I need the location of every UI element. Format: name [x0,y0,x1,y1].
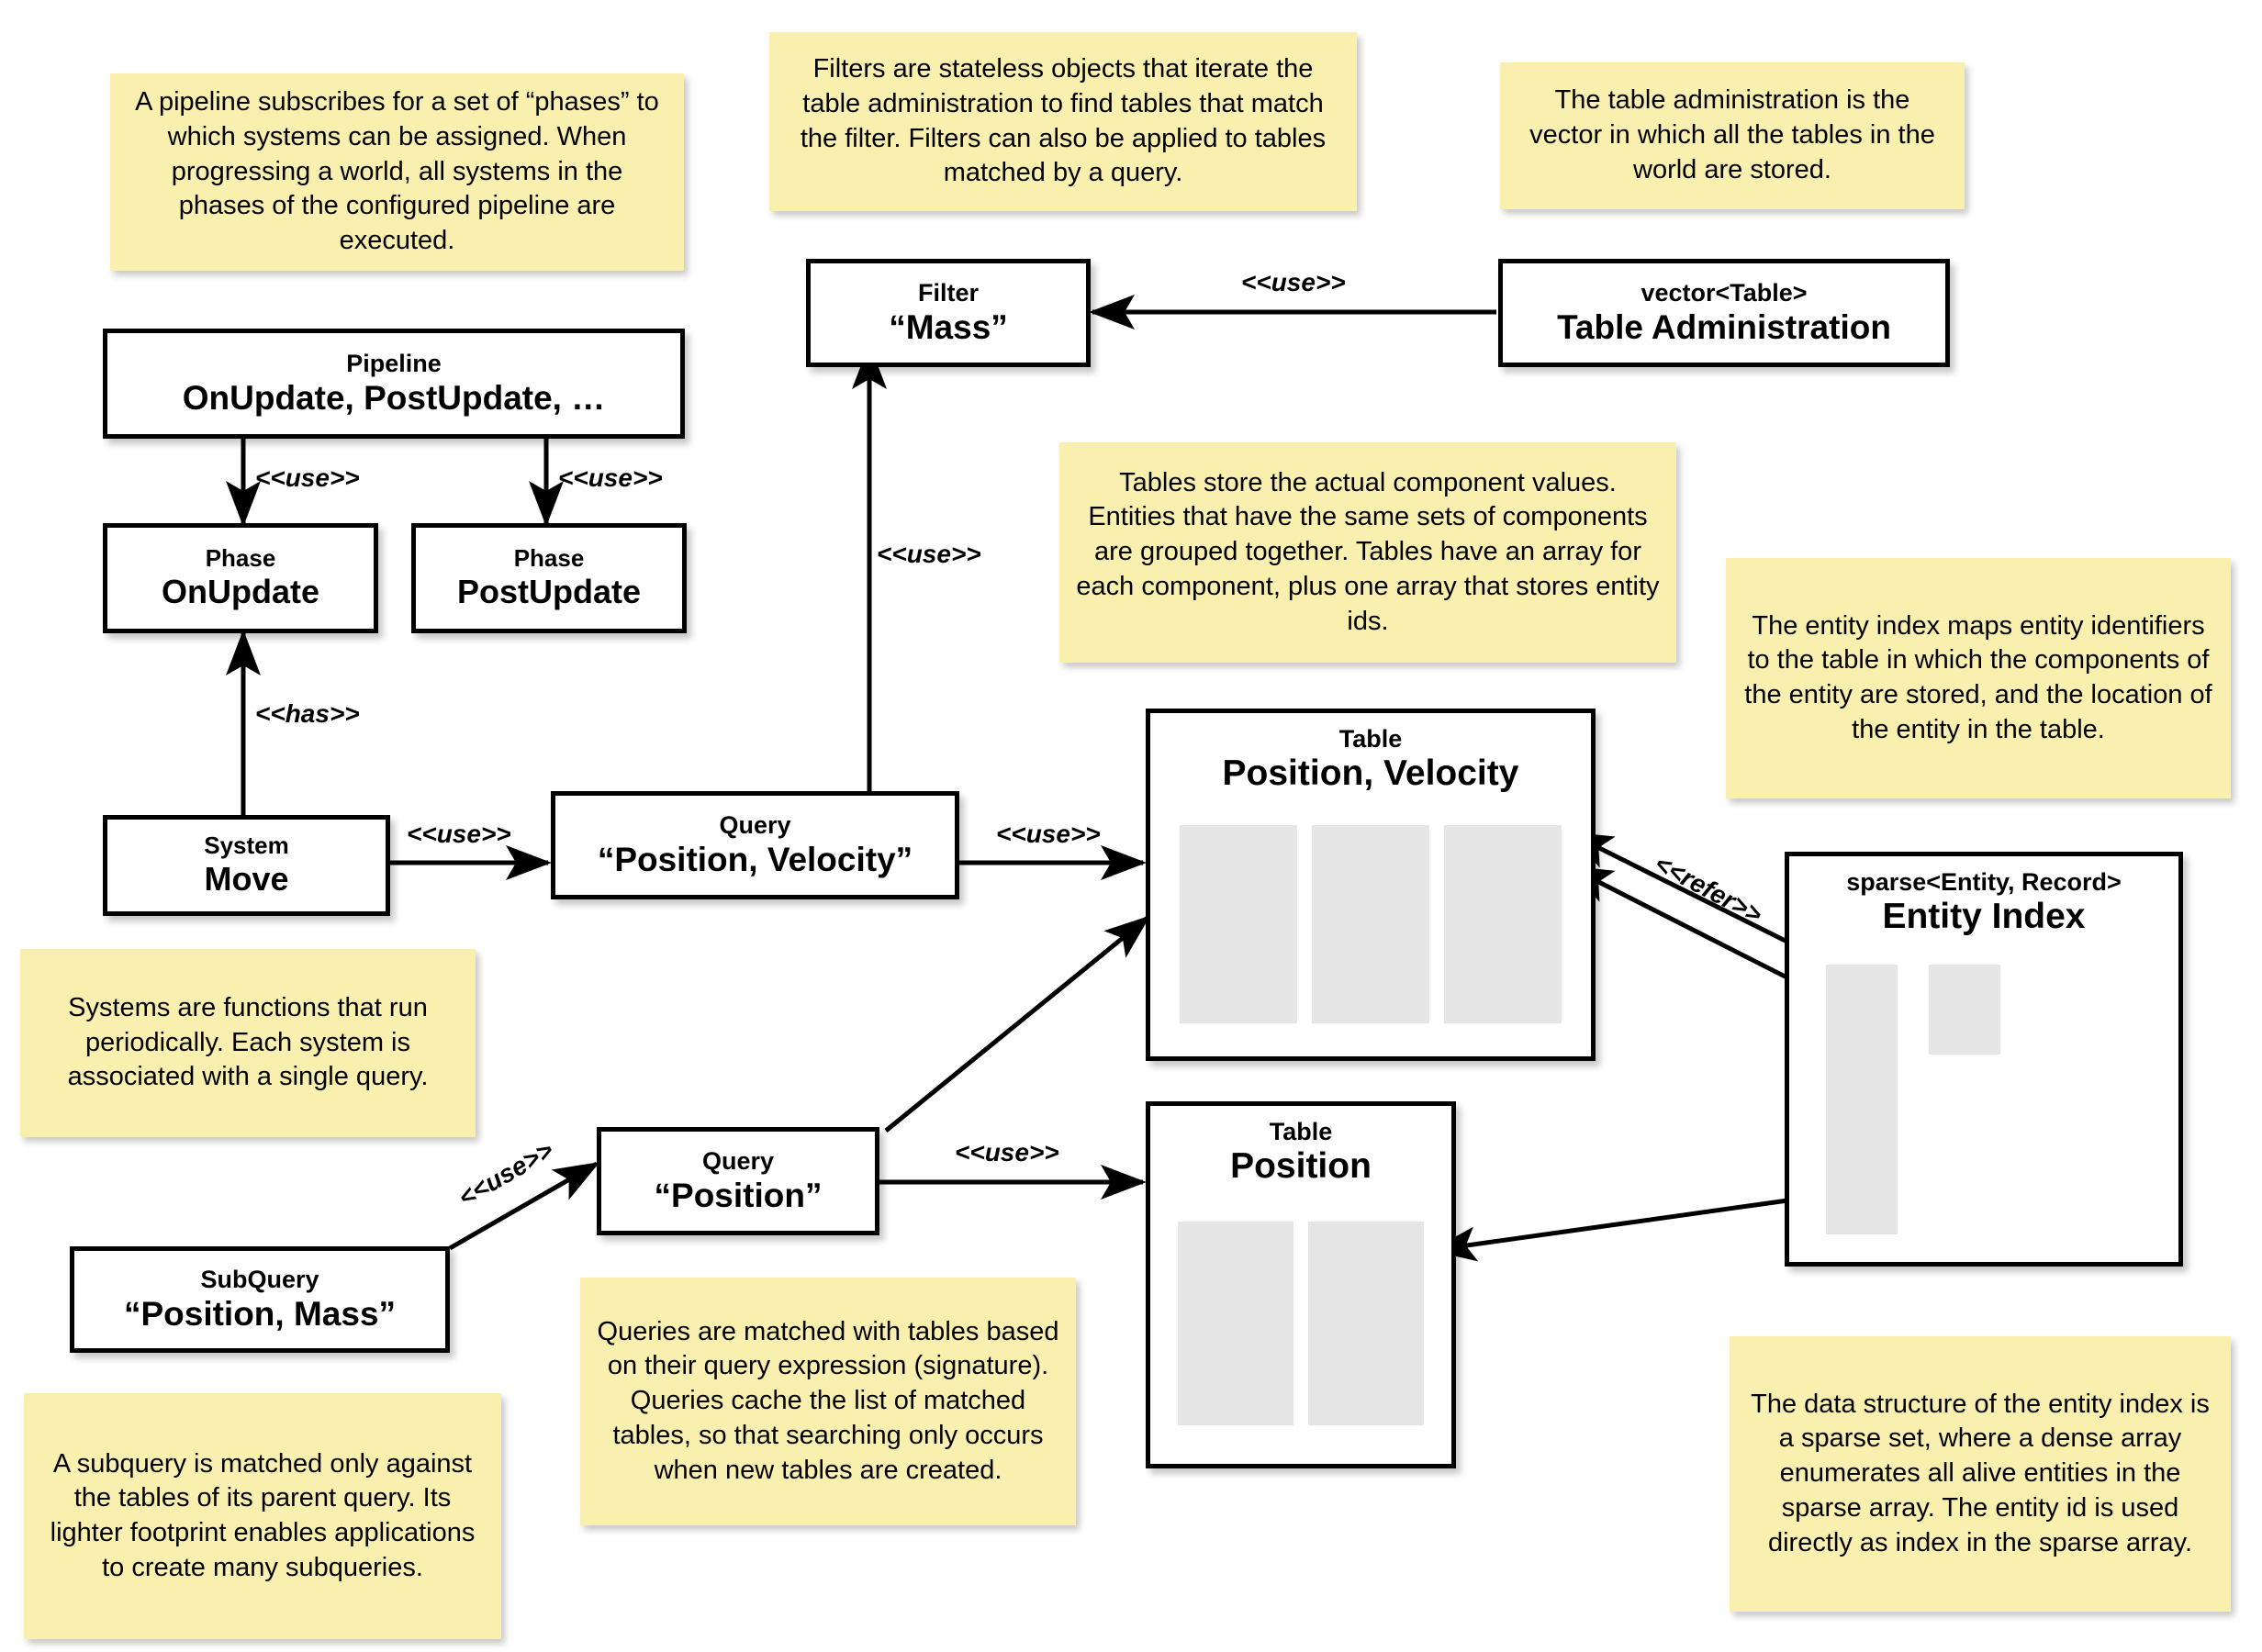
box-filter-stereotype: Filter [917,279,979,307]
entity-index-stereotype: sparse<Entity, Record> [1846,868,2122,896]
edge-label-text: <<use>> [407,820,511,848]
edge-label-text: <<use>> [255,463,360,492]
table-p-columns [1178,1222,1424,1425]
note-entityindex-text: The entity index maps entity identifiers… [1744,610,2212,744]
box-filter-mass[interactable]: Filter “Mass” [806,259,1091,367]
edge-label-text: <<use>> [1241,268,1346,296]
table-p-header: Table Position [1150,1106,1451,1188]
edge-label-text: <<use>> [996,820,1101,848]
box-system-move[interactable]: System Move [103,815,390,916]
edge-label-use-queryp-tablep: <<use>> [955,1138,1059,1167]
box-query-position[interactable]: Query “Position” [597,1127,879,1235]
note-tables: Tables store the actual component values… [1059,442,1676,663]
note-subquery-text: A subquery is matched only against the t… [50,1448,476,1582]
box-table-admin-name: Table Administration [1557,308,1891,347]
box-subquery-stereotype: SubQuery [200,1266,319,1294]
entity-index-name: Entity Index [1882,896,2086,936]
box-phase-postupdate[interactable]: Phase PostUpdate [411,523,687,633]
table-p-column-position [1308,1222,1424,1425]
box-pipeline[interactable]: Pipeline OnUpdate, PostUpdate, … [103,329,685,439]
edge-label-refer-index-tablepv: <<refer>> [1650,849,1767,930]
edge-label-use-pipeline-onupdate: <<use>> [255,463,360,493]
note-queries-text: Queries are matched with tables based on… [597,1316,1059,1485]
box-system-move-name: Move [204,860,289,899]
note-sparse-text: The data structure of the entity index i… [1751,1389,2210,1557]
box-filter-name: “Mass” [889,308,1008,347]
table-pv-header: Table Position, Velocity [1150,713,1591,795]
note-subquery: A subquery is matched only against the t… [24,1393,501,1639]
box-phase-postupdate-name: PostUpdate [456,573,642,611]
table-pv-stereotype: Table [1338,725,1403,753]
note-pipeline-text: A pipeline subscribes for a set of “phas… [135,87,659,256]
edge-label-use-querypv-filter: <<use>> [877,540,981,569]
box-phase-onupdate-name: OnUpdate [161,573,319,611]
edge-queryp-tablepv [884,915,1151,1133]
box-query-pv-stereotype: Query [719,811,791,840]
note-filter-text: Filters are stateless objects that itera… [800,54,1327,188]
note-tables-text: Tables store the actual component values… [1076,467,1660,636]
note-sparse: The data structure of the entity index i… [1730,1336,2231,1612]
box-table-admin-stereotype: vector<Table> [1641,279,1808,307]
edge-label-use-pipeline-postupdate: <<use>> [558,463,663,493]
box-phase-onupdate[interactable]: Phase OnUpdate [103,523,378,633]
box-query-position-velocity[interactable]: Query “Position, Velocity” [551,791,959,899]
note-systems-text: Systems are functions that run periodica… [67,992,429,1092]
edge-label-text: <<refer>> [1650,849,1767,930]
entity-index-dense-array [1929,965,2000,1055]
note-tableadmin: The table administration is the vector i… [1500,62,1965,209]
box-pipeline-stereotype: Pipeline [346,350,442,378]
table-p-column-entity [1178,1222,1293,1425]
edge-label-text: <<use>> [454,1135,558,1212]
box-query-pv-name: “Position, Velocity” [597,841,913,879]
entity-index-sparse-array [1826,965,1898,1234]
box-table-position-velocity[interactable]: Table Position, Velocity [1146,709,1596,1061]
entity-index-header: sparse<Entity, Record> Entity Index [1789,856,2178,938]
box-subquery-position-mass[interactable]: SubQuery “Position, Mass” [70,1246,450,1353]
box-query-p-name: “Position” [654,1177,823,1215]
table-pv-columns [1180,825,1562,1023]
table-pv-column-entity [1180,825,1297,1023]
box-query-p-stereotype: Query [701,1147,775,1176]
edge-label-has-system-phase: <<has>> [255,699,360,729]
edge-index-tablep [1430,1192,1828,1262]
note-systems: Systems are functions that run periodica… [20,949,476,1137]
table-pv-column-position [1312,825,1429,1023]
edge-label-use-system-query: <<use>> [407,820,511,849]
edge-label-text: <<use>> [877,540,981,568]
table-p-name: Position [1230,1145,1372,1186]
edge-label-use-querypv-tablepv: <<use>> [996,820,1101,849]
edge-label-text: <<use>> [558,463,663,492]
table-pv-column-velocity [1444,825,1562,1023]
box-pipeline-name: OnUpdate, PostUpdate, … [182,379,606,418]
box-phase-postupdate-stereotype: Phase [513,544,585,573]
edge-label-text: <<has>> [255,699,360,728]
box-entity-index[interactable]: sparse<Entity, Record> Entity Index [1785,852,2183,1267]
box-subquery-name: “Position, Mass” [123,1295,397,1334]
box-system-move-stereotype: System [204,832,289,860]
note-pipeline: A pipeline subscribes for a set of “phas… [110,73,684,271]
note-tableadmin-text: The table administration is the vector i… [1529,85,1935,184]
note-queries: Queries are matched with tables based on… [580,1278,1076,1525]
edge-label-use-tableadmin-filter: <<use>> [1241,268,1346,297]
box-table-administration[interactable]: vector<Table> Table Administration [1498,259,1950,367]
edge-label-use-subquery-queryp: <<use>> [454,1135,558,1213]
box-phase-onupdate-stereotype: Phase [205,544,276,573]
box-table-position[interactable]: Table Position [1146,1101,1456,1468]
table-pv-name: Position, Velocity [1222,753,1519,793]
table-p-stereotype: Table [1269,1118,1333,1145]
edge-label-text: <<use>> [955,1138,1059,1166]
note-filter: Filters are stateless objects that itera… [769,32,1357,211]
note-entityindex: The entity index maps entity identifiers… [1726,558,2231,798]
